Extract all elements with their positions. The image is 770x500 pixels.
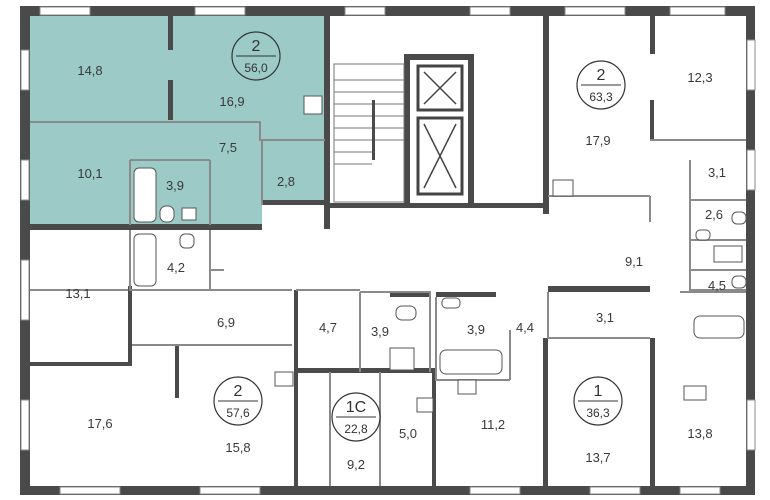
room-area: 4,4 xyxy=(516,320,534,335)
room-area: 3,9 xyxy=(467,322,485,337)
elevators xyxy=(416,64,464,196)
room-area: 12,3 xyxy=(687,70,712,85)
room-area: 10,1 xyxy=(77,166,102,181)
room-area: 6,9 xyxy=(217,315,235,330)
apartment-badge[interactable]: 2 57,6 xyxy=(213,376,263,426)
room-area: 4,2 xyxy=(167,260,185,275)
apartment-rooms: 2 xyxy=(597,67,606,84)
room-area: 15,8 xyxy=(225,440,250,455)
interior-walls xyxy=(30,14,655,486)
apartment-badge[interactable]: 1С 22,8 xyxy=(331,392,381,442)
apartment-rooms: 1С xyxy=(346,399,366,416)
room-area: 2,8 xyxy=(277,174,295,189)
apartment-total-area: 63,3 xyxy=(589,90,613,104)
room-area: 4,7 xyxy=(319,320,337,335)
room-area: 17,9 xyxy=(585,133,610,148)
room-area: 17,6 xyxy=(87,416,112,431)
room-area: 13,8 xyxy=(687,426,712,441)
room-area: 5,0 xyxy=(399,426,417,441)
bathroom-fixtures xyxy=(133,167,747,375)
room-area: 3,1 xyxy=(596,310,614,325)
room-area: 9,1 xyxy=(625,254,643,269)
room-area: 11,2 xyxy=(481,417,505,432)
apartment-total-area: 36,3 xyxy=(586,406,610,420)
apartment-total-area: 57,6 xyxy=(226,406,250,420)
room-area: 13,1 xyxy=(65,286,90,301)
highlighted-apartment[interactable] xyxy=(30,14,326,226)
room-area-labels: 14,8 16,9 10,1 7,5 3,9 2,8 12,3 17,9 3,1… xyxy=(65,63,726,472)
kitchen-sinks xyxy=(274,95,707,413)
room-area: 7,5 xyxy=(219,140,237,155)
room-area: 3,9 xyxy=(371,324,389,339)
apartment-rooms: 2 xyxy=(234,383,243,400)
stairwell xyxy=(333,63,405,203)
apartment-rooms: 1 xyxy=(594,383,603,400)
room-area: 16,9 xyxy=(219,94,244,109)
partitions xyxy=(30,121,746,486)
apartment-rooms: 2 xyxy=(252,38,261,55)
room-area: 14,8 xyxy=(77,63,102,78)
room-area: 9,2 xyxy=(347,457,365,472)
apartment-badge[interactable]: 2 63,3 xyxy=(576,60,626,110)
room-area: 13,7 xyxy=(585,450,610,465)
apartment-badge[interactable]: 2 56,0 xyxy=(231,31,281,81)
apartment-badge[interactable]: 1 36,3 xyxy=(573,376,623,426)
room-area: 2,6 xyxy=(705,207,723,222)
apartment-total-area: 22,8 xyxy=(344,422,368,436)
room-area: 4,5 xyxy=(708,278,726,293)
exterior-walls xyxy=(20,6,756,495)
room-area: 3,1 xyxy=(708,165,726,180)
apartment-total-area: 56,0 xyxy=(244,61,268,75)
room-area: 3,9 xyxy=(166,178,184,193)
